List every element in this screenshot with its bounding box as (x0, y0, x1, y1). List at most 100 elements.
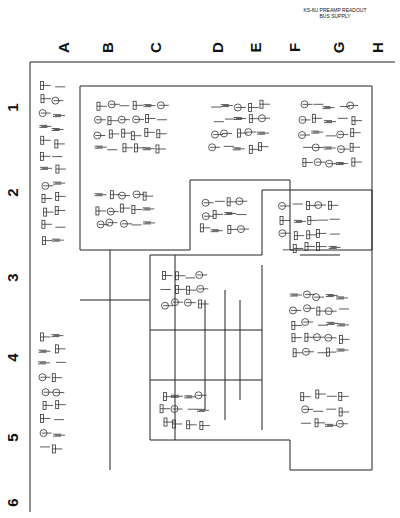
wire (292, 337, 302, 338)
wire (223, 105, 233, 106)
wire (55, 348, 65, 349)
wire (204, 202, 214, 203)
wire (305, 246, 315, 247)
wire (186, 290, 196, 291)
wire (44, 392, 54, 393)
wire (301, 396, 311, 397)
wire (197, 395, 207, 396)
wire (132, 209, 142, 210)
wire (96, 210, 106, 211)
wire (351, 132, 361, 133)
wire (42, 198, 52, 199)
wire (352, 162, 362, 163)
wire (339, 350, 349, 351)
wire (316, 394, 326, 395)
wire (131, 135, 141, 136)
wire (53, 335, 63, 336)
wire (327, 425, 337, 426)
wire (160, 408, 170, 409)
wire (42, 224, 52, 225)
wire (110, 104, 120, 105)
wire (324, 107, 334, 108)
wire (122, 133, 132, 134)
wire (293, 204, 303, 205)
grid-letter: B (100, 42, 115, 53)
wire (43, 405, 53, 406)
section-outline (80, 86, 372, 250)
wire (56, 362, 66, 363)
wire (175, 275, 185, 276)
wire (280, 205, 290, 206)
wire (41, 140, 51, 141)
wire (156, 148, 166, 149)
wire (260, 118, 270, 119)
wire (213, 134, 223, 135)
wire (120, 208, 130, 209)
wire (120, 119, 130, 120)
wire (97, 194, 107, 195)
wire (200, 227, 210, 228)
wire (339, 396, 349, 397)
wire (187, 424, 197, 425)
wire (312, 118, 322, 119)
wire (55, 183, 65, 184)
wire (173, 396, 183, 397)
wire (146, 118, 156, 119)
wire (352, 120, 362, 121)
wire (226, 213, 236, 214)
wire (305, 294, 315, 295)
wire (120, 195, 130, 196)
wire (42, 168, 52, 169)
wire (56, 404, 66, 405)
wire (172, 423, 182, 424)
wire (56, 196, 66, 197)
wire (235, 148, 245, 149)
wire (145, 222, 155, 223)
wire (145, 105, 155, 106)
wire (280, 220, 290, 221)
wire (318, 352, 328, 353)
wire (236, 118, 246, 119)
grid-letter: C (148, 42, 163, 53)
wire (318, 220, 328, 221)
wire (204, 216, 214, 217)
grid-number: 6 (5, 498, 20, 506)
wire (135, 194, 145, 195)
wire (294, 235, 304, 236)
wire (162, 275, 172, 276)
wire (41, 85, 51, 86)
wire (340, 339, 350, 340)
wire (236, 107, 246, 108)
wire (303, 322, 313, 323)
wire (326, 409, 336, 410)
wire (225, 290, 226, 420)
wire (55, 115, 65, 116)
wire (110, 250, 111, 470)
wire (40, 418, 50, 419)
wire (52, 448, 62, 449)
wire (313, 132, 323, 133)
wire (188, 409, 198, 410)
wire (41, 126, 51, 127)
wire (40, 446, 50, 447)
section-outline (150, 190, 372, 470)
wire (339, 149, 349, 150)
wire (55, 210, 65, 211)
grid-letter: A (56, 42, 71, 53)
grid-letter: D (210, 42, 225, 53)
wire (291, 310, 301, 311)
wire (96, 119, 106, 120)
wire (40, 156, 50, 157)
wire (262, 265, 263, 430)
wire (316, 162, 326, 163)
wire (215, 201, 225, 202)
wire (40, 362, 50, 363)
wire (318, 325, 328, 326)
wire (107, 222, 117, 223)
wire (55, 86, 65, 87)
wire (316, 205, 326, 206)
wire (185, 277, 195, 278)
wire (303, 162, 313, 163)
